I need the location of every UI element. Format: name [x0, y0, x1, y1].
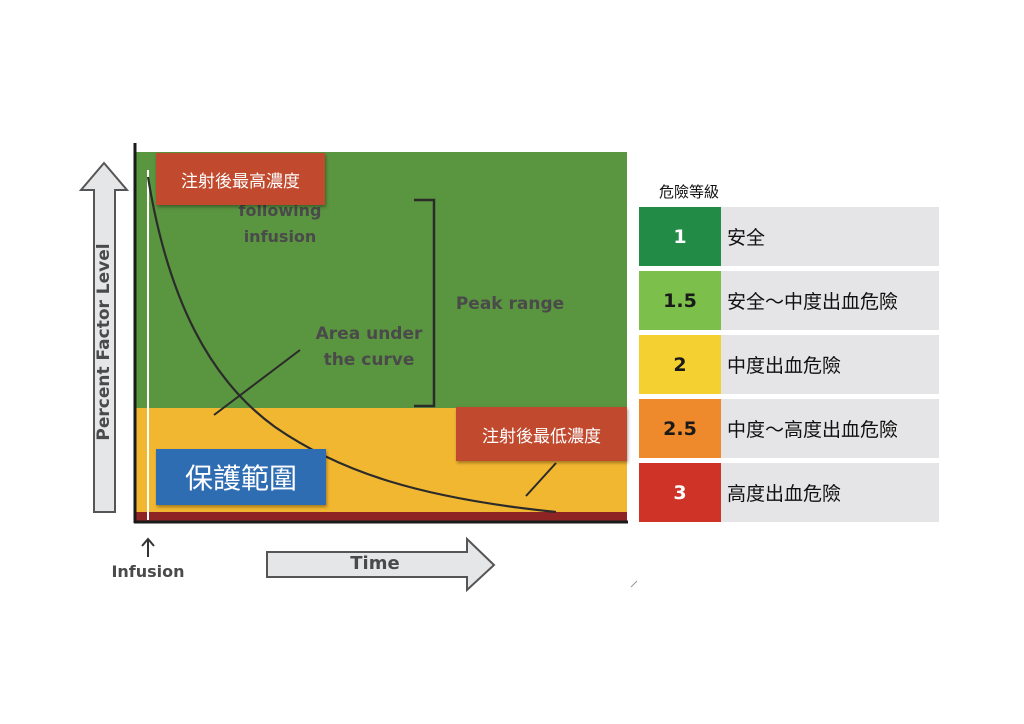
trough-concentration-box: 注射後最低濃度 — [456, 407, 627, 461]
risk-description-cell: 安全 — [721, 207, 939, 266]
risk-description-cell: 安全～中度出血危險 — [721, 271, 939, 330]
risk-level-cell: 2 — [639, 335, 721, 394]
stray-mark — [630, 580, 638, 588]
trough-pointer-line — [525, 462, 557, 497]
area-under-curve-label: Area under the curve — [315, 324, 423, 370]
risk-level-cell: 2.5 — [639, 399, 721, 458]
risk-description-cell: 中度出血危險 — [721, 335, 939, 394]
risk-table-title: 危險等級 — [659, 183, 720, 201]
red-zone — [136, 512, 627, 522]
area-pointer-line — [213, 349, 301, 416]
risk-description-cell: 中度～高度出血危險 — [721, 399, 939, 458]
time-arrow-icon — [266, 536, 496, 593]
risk-level-cell: 3 — [639, 463, 721, 522]
infusion-arrow-icon — [141, 537, 155, 557]
peak-concentration-box: 注射後最高濃度 — [156, 153, 325, 205]
peak-range-label: Peak range — [455, 294, 565, 314]
peak-range-bracket — [414, 198, 436, 408]
risk-description-cell: 高度出血危險 — [721, 463, 939, 522]
following-infusion-label: following infusion — [238, 201, 322, 246]
x-axis-label: Time — [350, 553, 400, 574]
risk-level-cell: 1 — [639, 207, 721, 266]
risk-level-cell: 1.5 — [639, 271, 721, 330]
infusion-label: Infusion — [111, 562, 185, 581]
protection-range-box: 保護範圍 — [156, 449, 326, 505]
concentration-curve — [146, 176, 557, 514]
y-axis-arrow-icon — [78, 161, 130, 513]
